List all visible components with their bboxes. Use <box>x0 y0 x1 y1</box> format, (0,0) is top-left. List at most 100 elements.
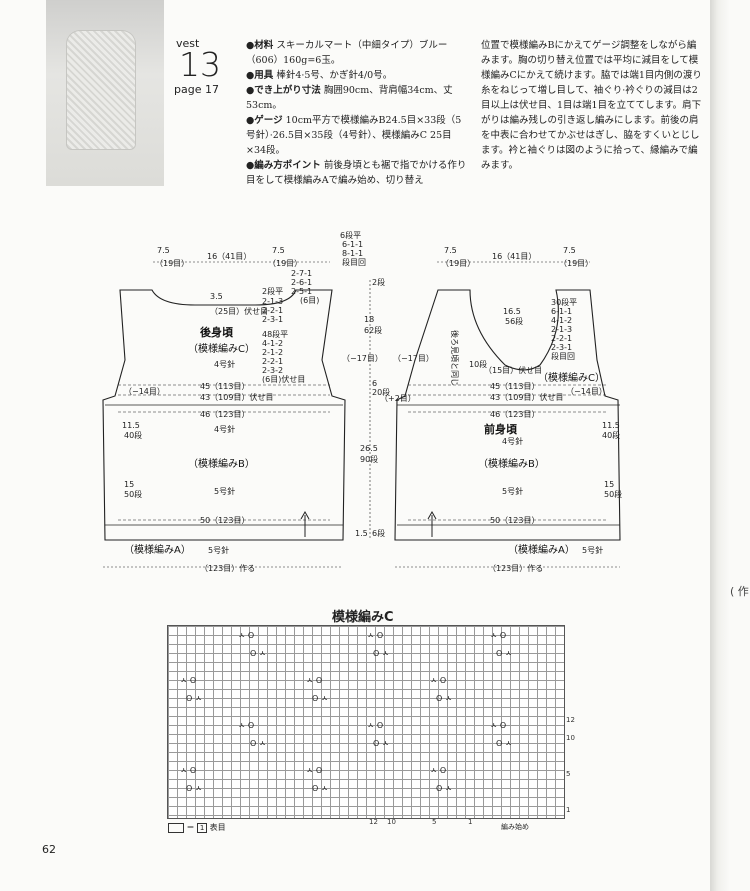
svg-text:（模様編みB）: （模様編みB） <box>188 457 255 470</box>
svg-text:6段: 6段 <box>372 528 385 538</box>
chart-symbol: O ㅅ <box>373 649 390 658</box>
col-label: 10 <box>387 818 396 826</box>
svg-text:90段: 90段 <box>360 454 378 464</box>
svg-text:(6目): (6目) <box>300 296 319 305</box>
svg-text:（−14目）: （−14目） <box>124 387 165 396</box>
gutter-mark: ( 作 <box>730 585 749 598</box>
chart-symbol: ㅅ O <box>430 676 447 685</box>
vest-number: 13 <box>179 45 221 84</box>
svg-text:6段平: 6段平 <box>340 230 361 240</box>
svg-text:30段平: 30段平 <box>551 297 577 307</box>
front-outline <box>394 289 621 541</box>
book-gutter <box>710 0 750 891</box>
svg-text:48段平: 48段平 <box>262 329 288 339</box>
svg-text:10段: 10段 <box>469 359 487 369</box>
svg-text:40段: 40段 <box>602 430 620 440</box>
back-title: 後身頃 <box>200 325 234 339</box>
svg-text:後ろ見頃と同じ: 後ろ見頃と同じ <box>450 330 460 386</box>
vest-image <box>66 30 136 150</box>
svg-text:2-3-2: 2-3-2 <box>262 366 283 375</box>
svg-text:段目回: 段目回 <box>551 351 575 361</box>
chart-symbol: O ㅅ <box>312 694 329 703</box>
back-outline <box>102 289 346 541</box>
chart-symbol: O ㅅ <box>436 694 453 703</box>
vest-photo <box>46 0 164 186</box>
svg-text:（19目）: （19目） <box>441 259 475 268</box>
svg-text:2-2-1: 2-2-1 <box>262 306 283 315</box>
svg-text:6-1-1: 6-1-1 <box>342 240 363 249</box>
svg-text:（模様編みA）: （模様編みA） <box>124 543 191 556</box>
back-top-left: 7.5 <box>157 246 170 255</box>
svg-text:50段: 50段 <box>604 489 622 499</box>
svg-text:（−14目）: （−14目） <box>566 387 607 396</box>
svg-text:62段: 62段 <box>364 325 382 335</box>
col-label: 1 <box>468 818 473 826</box>
svg-text:50（123目）: 50（123目） <box>200 516 249 525</box>
chart-symbol: ㅅ O <box>490 721 507 730</box>
chart-legend: ＝ 1 表目 <box>168 822 226 833</box>
svg-text:6-1-1: 6-1-1 <box>551 307 572 316</box>
svg-text:16.5: 16.5 <box>503 307 521 316</box>
svg-text:1.5: 1.5 <box>355 529 368 538</box>
svg-text:18: 18 <box>364 315 374 324</box>
svg-text:7.5: 7.5 <box>272 246 285 255</box>
svg-text:50段: 50段 <box>124 489 142 499</box>
col-label: 12 <box>369 818 378 826</box>
svg-text:46（123目）: 46（123目） <box>490 410 539 419</box>
instruction-item: ●でき上がり寸法 胸囲90cm、背肩幅34cm、丈53cm。 <box>246 85 453 111</box>
svg-text:（−17目）: （−17目） <box>342 354 383 363</box>
svg-text:2-5-1: 2-5-1 <box>291 287 312 296</box>
svg-text:4号針: 4号針 <box>214 359 235 369</box>
svg-text:（19目）: （19目） <box>268 259 302 268</box>
svg-text:2-1-3: 2-1-3 <box>262 297 283 306</box>
chart-symbol: ㅅ O <box>367 721 384 730</box>
chart-title: 模様編みC <box>332 610 394 625</box>
page-ref: page 17 <box>174 83 219 96</box>
chart-symbol: O ㅅ <box>496 739 513 748</box>
chart-symbol: O ㅅ <box>250 739 267 748</box>
instruction-item: ●材料 スキーカルマート（中細タイプ）ブルー（606）160g=6玉。 <box>246 40 448 66</box>
chart-symbol: ㅅ O <box>490 631 507 640</box>
svg-text:（模様編みC）: （模様編みC） <box>538 371 605 384</box>
svg-text:5号針: 5号針 <box>208 545 229 555</box>
svg-text:（15目）伏せ目: （15目）伏せ目 <box>484 365 542 375</box>
svg-text:16（41目）: 16（41目） <box>207 252 251 261</box>
svg-text:2-3-1: 2-3-1 <box>551 343 572 352</box>
instruction-item: ●用具 棒針4·5号、かぎ針4/0号。 <box>246 70 393 81</box>
svg-text:4号針: 4号針 <box>214 424 235 434</box>
svg-text:45（113目）: 45（113目） <box>200 382 249 391</box>
svg-text:4号針: 4号針 <box>502 436 523 446</box>
svg-text:8-1-1: 8-1-1 <box>342 249 363 258</box>
svg-text:4-1-2: 4-1-2 <box>551 316 572 325</box>
chart-symbol: O ㅅ <box>373 739 390 748</box>
chart-symbol: O ㅅ <box>312 784 329 793</box>
svg-text:（123目）作る: （123目）作る <box>200 563 255 573</box>
svg-text:11.5: 11.5 <box>122 421 140 430</box>
chart-symbol: ㅅ O <box>430 766 447 775</box>
svg-text:40段: 40段 <box>124 430 142 440</box>
row-label: 1 <box>566 806 571 814</box>
svg-text:5号針: 5号針 <box>582 545 603 555</box>
svg-text:43（109目）伏せ目: 43（109目）伏せ目 <box>200 392 273 402</box>
svg-text:（+2目）: （+2目） <box>380 394 416 403</box>
svg-text:2-6-1: 2-6-1 <box>291 278 312 287</box>
svg-text:（123目）作る: （123目）作る <box>488 563 543 573</box>
svg-text:(6目)伏せ目: (6目)伏せ目 <box>262 374 305 384</box>
start-label: 編み始め <box>501 823 529 831</box>
svg-text:11.5: 11.5 <box>602 421 620 430</box>
chart-symbol: ㅅ O <box>306 766 323 775</box>
chart-symbol: ㅅ O <box>306 676 323 685</box>
row-label: 12 <box>566 716 575 724</box>
svg-text:（模様編みC）: （模様編みC） <box>188 342 255 355</box>
chart-symbol: ㅅ O <box>238 631 255 640</box>
col-label: 5 <box>432 818 437 826</box>
svg-text:7.5: 7.5 <box>444 246 457 255</box>
chart-symbol: O ㅅ <box>436 784 453 793</box>
svg-text:2-1-2: 2-1-2 <box>262 348 283 357</box>
chart-symbol: ㅅ O <box>238 721 255 730</box>
svg-text:（19目）: （19目） <box>559 259 593 268</box>
chart-symbol: O ㅅ <box>496 649 513 658</box>
svg-text:15: 15 <box>124 480 134 489</box>
svg-text:50（123目）: 50（123目） <box>490 516 539 525</box>
svg-text:（25目）伏せ目: （25目）伏せ目 <box>210 306 268 316</box>
